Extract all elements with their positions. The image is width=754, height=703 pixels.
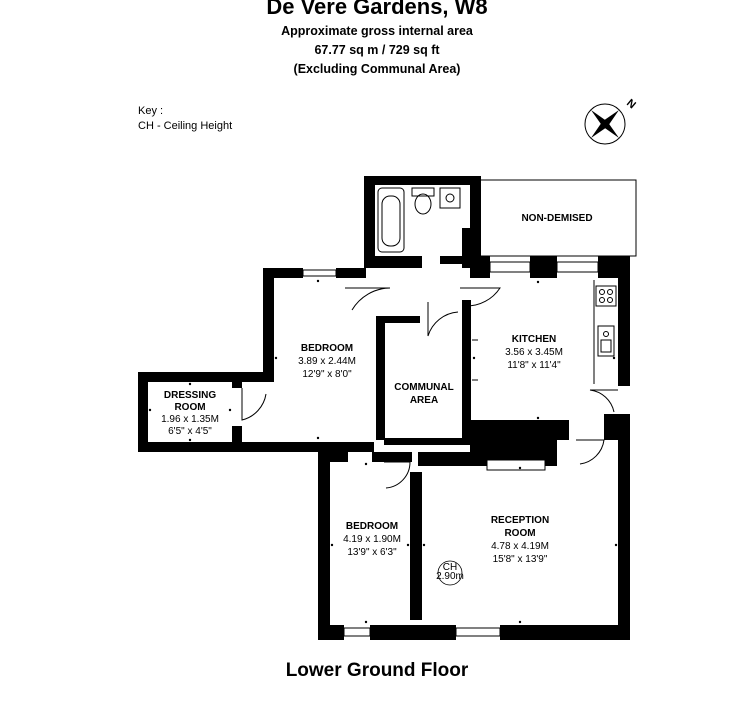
dressing-name-1: DRESSING xyxy=(164,390,216,401)
ceiling-height-label: CH xyxy=(443,562,457,573)
dressing-name-2: ROOM xyxy=(174,402,205,413)
non-demised-label: NON-DEMISED xyxy=(521,213,592,224)
bedroom1-metric: 3.89 x 2.44M xyxy=(298,356,356,367)
kitchen-imperial: 11'8" x 11'4" xyxy=(507,360,561,371)
reception-imperial: 15'8" x 13'9" xyxy=(493,554,548,565)
ceiling-height-marker xyxy=(437,560,463,586)
windows xyxy=(302,261,599,637)
bedroom2-imperial: 13'9" x 6'3" xyxy=(347,547,397,558)
bedroom1-name: BEDROOM xyxy=(301,343,353,354)
key-title: Key : xyxy=(138,105,164,117)
non-demised-area xyxy=(477,179,637,257)
ceiling-height-value: 2.90m xyxy=(436,571,464,582)
walls xyxy=(138,176,630,640)
gross-area-note: (Excluding Communal Area) xyxy=(293,62,461,76)
plan-title: De Vere Gardens, W8 xyxy=(266,0,488,19)
gross-area-heading: Approximate gross internal area xyxy=(281,24,473,38)
reception-name-2: ROOM xyxy=(504,528,535,539)
bathroom-fixtures xyxy=(377,187,461,253)
bedroom2-name: BEDROOM xyxy=(346,521,398,532)
dressing-imperial: 6'5" x 4'5" xyxy=(168,426,212,437)
gross-area-value: 67.77 sq m / 729 sq ft xyxy=(314,43,440,57)
bedroom2-metric: 4.19 x 1.90M xyxy=(343,534,401,545)
communal-name-1: COMMUNAL xyxy=(394,382,453,393)
floor-name: Lower Ground Floor xyxy=(285,660,469,681)
dressing-metric: 1.96 x 1.35M xyxy=(161,414,219,425)
kitchen-name: KITCHEN xyxy=(512,334,556,345)
reception-metric: 4.78 x 4.19M xyxy=(491,541,549,552)
communal-name-2: AREA xyxy=(410,395,438,406)
kitchen-metric: 3.56 x 3.45M xyxy=(505,347,563,358)
reception-name-1: RECEPTION xyxy=(491,515,549,526)
bedroom1-imperial: 12'9" x 8'0" xyxy=(302,369,352,380)
dimension-markers xyxy=(148,279,618,624)
key-entry: CH - Ceiling Height xyxy=(138,120,233,132)
door-swings xyxy=(241,287,618,489)
kitchen-fittings xyxy=(472,280,617,384)
compass-icon: N xyxy=(584,97,638,145)
north-label: N xyxy=(624,97,638,111)
